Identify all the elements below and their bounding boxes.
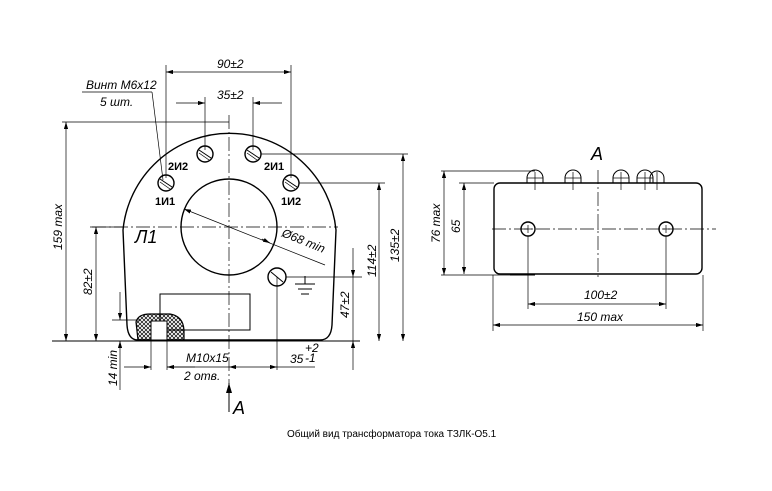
dim-side-height-max: 76 max — [429, 203, 443, 243]
dim-hole-spacing: 100±2 — [584, 288, 618, 302]
screw-callout-type: Винт М6х12 — [86, 78, 157, 92]
screw-callout-qty: 5 шт. — [100, 95, 133, 109]
dim-mount-holes: 2 отв. — [183, 369, 220, 383]
side-view-a: А — [429, 144, 716, 331]
side-view-title: А — [590, 144, 603, 164]
dim-ground-height: 47±2 — [338, 291, 352, 318]
terminal-label-2i1: 2И1 — [264, 161, 284, 173]
figure-caption: Общий вид трансформатора тока ТЗЛК-О5.1 — [287, 428, 497, 440]
primary-label: Л1 — [134, 227, 157, 247]
dim-side-length-max: 150 max — [577, 310, 624, 324]
view-marker-a: А — [232, 398, 245, 418]
side-terminals — [502, 169, 665, 276]
dim-window-diameter: Ø68 min — [279, 225, 328, 255]
dim-base-min: 14 min — [106, 350, 120, 386]
dim-top-inner: 35±2 — [217, 88, 244, 102]
transformer-body-outline — [122, 132, 337, 341]
dim-ground-offset-upper: +2 — [305, 341, 319, 355]
terminal-label-1i2: 1И2 — [281, 196, 301, 208]
nameplate — [159, 293, 251, 331]
dim-ground-offset: 35 — [290, 352, 304, 366]
mount-thread-hole — [150, 320, 168, 341]
ground-symbol-icon — [295, 276, 315, 295]
dim-mount-thread: М10х15 — [186, 351, 229, 365]
dim-top-outer: 90±2 — [217, 57, 244, 71]
ground-terminal — [267, 267, 287, 370]
dim-ground-offset-lower: -1 — [305, 351, 316, 365]
terminal-label-1i1: 1И1 — [155, 196, 175, 208]
dim-terminal-height: 114±2 — [365, 244, 379, 277]
dim-overall-height: 135±2 — [388, 228, 402, 262]
dim-side-height: 65 — [449, 219, 463, 233]
dim-height-max: 159 max — [51, 203, 65, 250]
dim-axis-height: 82±2 — [81, 268, 95, 295]
front-view: 2И2 2И1 1И1 1И2 Л1 Винт М6х12 5 шт. 90±2… — [51, 57, 408, 418]
primary-window — [180, 178, 278, 276]
terminal-label-2i2: 2И2 — [168, 161, 188, 173]
